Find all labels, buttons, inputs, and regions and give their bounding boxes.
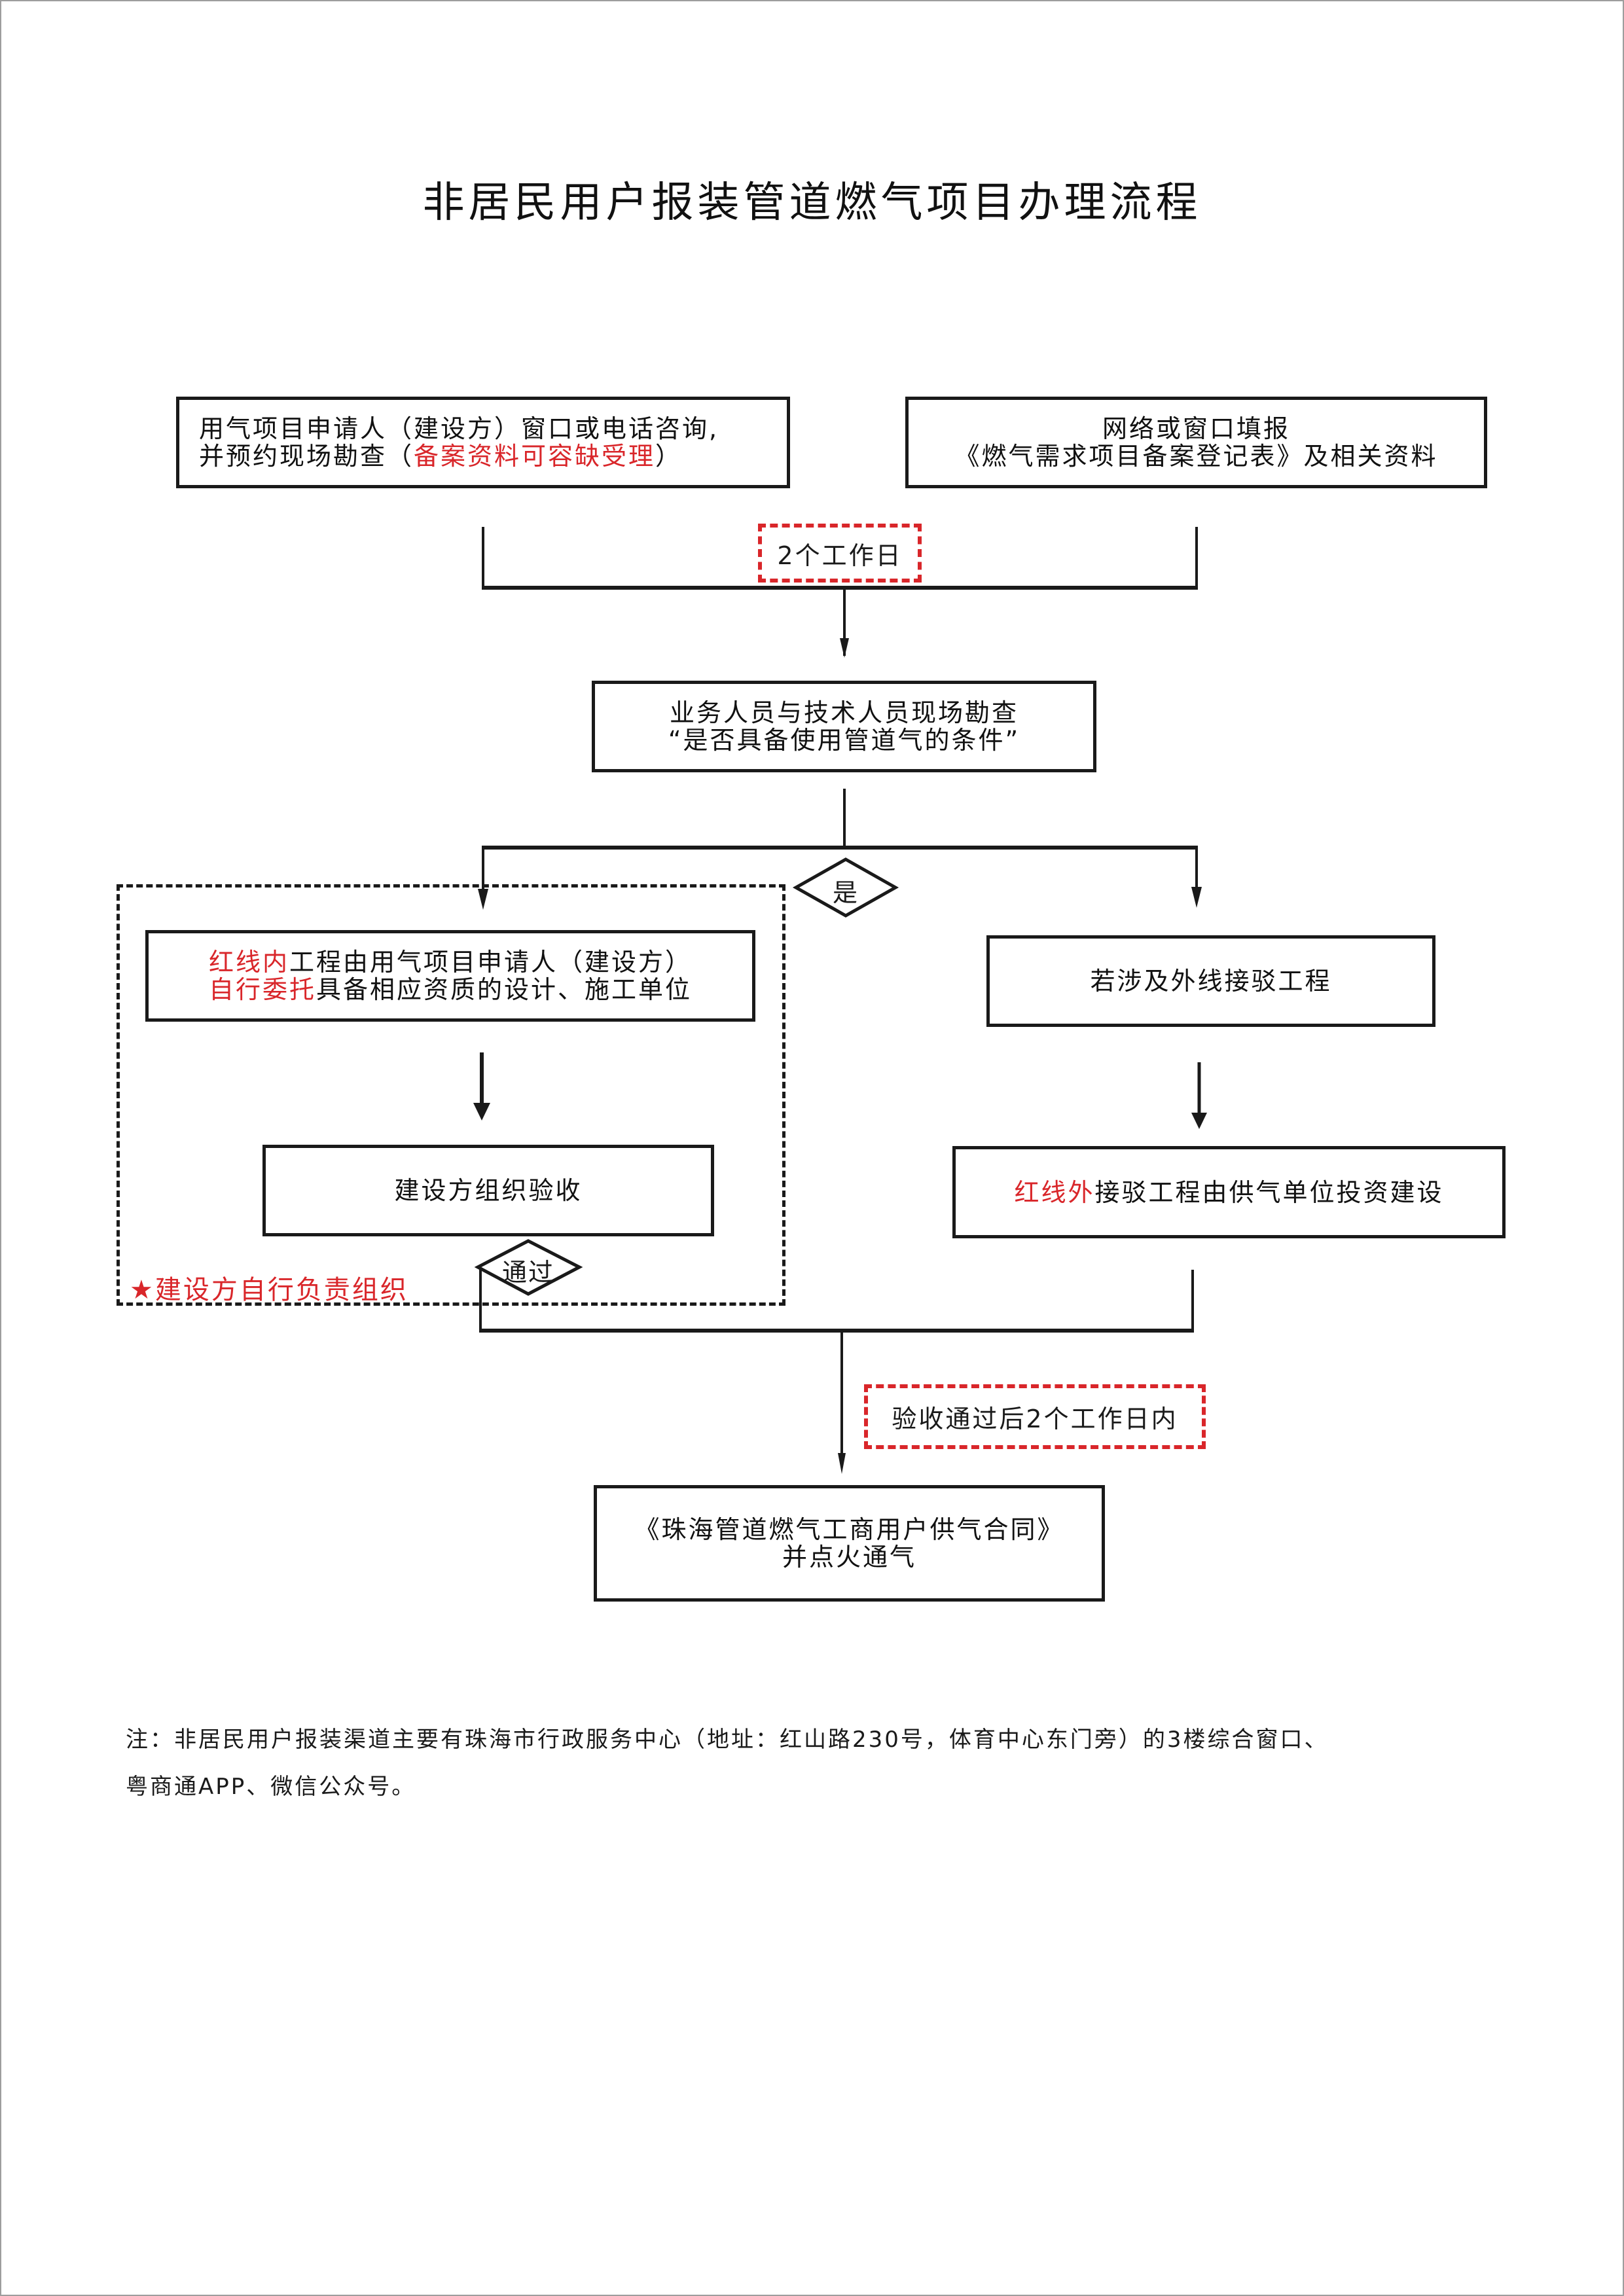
step-outer-works-box: 红线外接驳工程由供气单位投资建设 xyxy=(952,1146,1506,1238)
arrow-head xyxy=(1191,887,1202,908)
arrow-head xyxy=(473,1103,490,1121)
star-icon: ★ xyxy=(130,1275,155,1305)
step-outer-works-label: 红线外接驳工程由供气单位投资建设 xyxy=(1014,1177,1444,1207)
step-contract-line2: 并点火通气 xyxy=(782,1543,916,1571)
step-inner-works-line2: 自行委托具备相应资质的设计、施工单位 xyxy=(208,975,693,1004)
step-consult-box: 用气项目申请人（建设方）窗口或电话咨询, 并预约现场勘查（备案资料可容缺受理） xyxy=(176,397,790,488)
time-note-after-acceptance: 验收通过后2个工作日内 xyxy=(864,1384,1206,1449)
step-survey-line1: 业务人员与技术人员现场勘查 xyxy=(669,698,1019,727)
step-contract-box: 《珠海管道燃气工商用户供气合同》 并点火通气 xyxy=(594,1485,1105,1602)
decision-yes-diamond xyxy=(792,857,899,918)
tolerance-note: 备案资料可容缺受理 xyxy=(414,442,656,471)
footnote-line1: 注：非居民用户报装渠道主要有珠海市行政服务中心（地址：红山路230号，体育中心东… xyxy=(126,1727,1329,1753)
step-register-line2: 《燃气需求项目备案登记表》及相关资料 xyxy=(954,442,1438,471)
group-note: ★建设方自行负责组织 xyxy=(130,1275,408,1305)
page-title: 非居民用户报装管道燃气项目办理流程 xyxy=(422,179,1202,227)
step-outer-connect-box: 若涉及外线接驳工程 xyxy=(986,935,1435,1027)
step-consult-line2: 并预约现场勘查（备案资料可容缺受理） xyxy=(199,442,683,471)
step-consult-line1: 用气项目申请人（建设方）窗口或电话咨询, xyxy=(199,414,719,443)
arrow-head xyxy=(478,889,488,910)
step-acceptance-box: 建设方组织验收 xyxy=(262,1145,714,1236)
time-note-2-days: 2个工作日 xyxy=(758,524,922,583)
footnote-line2: 粤商通APP、微信公众号。 xyxy=(126,1774,416,1800)
step-inner-works-line1: 红线内工程由用气项目申请人（建设方） xyxy=(208,948,693,977)
step-inner-works-box: 红线内工程由用气项目申请人（建设方） 自行委托具备相应资质的设计、施工单位 xyxy=(145,930,755,1022)
self-organized-group xyxy=(117,884,785,1306)
step-outer-connect-label: 若涉及外线接驳工程 xyxy=(1090,967,1332,996)
arrow-head xyxy=(1191,1113,1207,1129)
step-register-line1: 网络或窗口填报 xyxy=(1102,414,1290,443)
arrow-head xyxy=(838,1453,846,1474)
step-register-box: 网络或窗口填报 《燃气需求项目备案登记表》及相关资料 xyxy=(905,397,1487,488)
decision-yes-label: 是 xyxy=(832,878,859,907)
step-acceptance-label: 建设方组织验收 xyxy=(394,1176,583,1205)
decision-pass-label: 通过 xyxy=(501,1258,554,1287)
step-contract-line1: 《珠海管道燃气工商用户供气合同》 xyxy=(634,1515,1064,1544)
step-survey-box: 业务人员与技术人员现场勘查 “是否具备使用管道气的条件” xyxy=(592,681,1096,772)
step-survey-line2: “是否具备使用管道气的条件” xyxy=(668,726,1020,755)
arrow-head xyxy=(840,638,849,658)
